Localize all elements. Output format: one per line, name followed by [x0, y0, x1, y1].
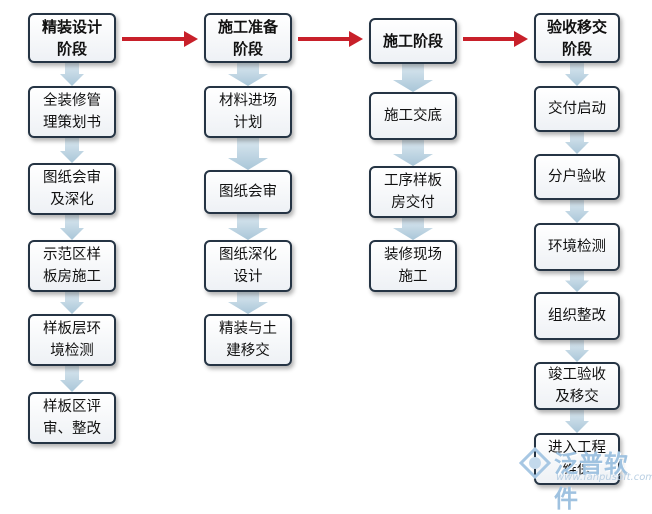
phase-title-4: 验收移交 阶段: [534, 13, 620, 63]
flow-diagram: [60, 31, 589, 433]
step-box-4-4: 组织整改: [534, 292, 620, 340]
phase-arrow-shaft: [463, 37, 516, 41]
step-box-4-5: 竣工验收 及移交: [534, 362, 620, 410]
down-arrow: [60, 138, 84, 163]
step-box-4-1: 交付启动: [534, 86, 620, 132]
down-arrow: [393, 140, 433, 166]
step-box-2-3: 图纸深化 设计: [204, 240, 292, 292]
down-arrow: [393, 218, 433, 240]
watermark-url: www.fanpusoft.com: [556, 472, 652, 483]
step-box-3-2: 工序样板 房交付: [369, 166, 457, 218]
phase-arrow-head: [184, 31, 198, 47]
phase-arrows: [122, 31, 528, 47]
down-arrow: [60, 63, 84, 86]
step-box-4-2: 分户验收: [534, 154, 620, 200]
down-arrow: [565, 410, 589, 433]
step-box-4-3: 环境检测: [534, 223, 620, 271]
down-arrow: [60, 215, 84, 240]
down-arrow: [565, 63, 589, 86]
step-box-3-1: 施工交底: [369, 92, 457, 140]
down-arrow: [393, 64, 433, 92]
phase-arrow-head: [349, 31, 363, 47]
down-arrow: [228, 63, 268, 86]
step-box-2-2: 图纸会审: [204, 170, 292, 214]
step-box-1-1: 全装修管 理策划书: [28, 86, 116, 138]
down-arrow: [565, 340, 589, 362]
down-arrow: [228, 292, 268, 314]
down-arrow: [228, 214, 268, 240]
down-arrow: [565, 271, 589, 292]
step-box-1-5: 样板区评 审、整改: [28, 392, 116, 444]
down-arrow: [565, 132, 589, 154]
step-box-2-1: 材料进场 计划: [204, 86, 292, 138]
step-box-1-2: 图纸会审 及深化: [28, 163, 116, 215]
step-connectors: [60, 63, 589, 433]
watermark: 泛普软件 www.fanpusoft.com: [516, 442, 652, 513]
fanpu-logo-icon: [518, 446, 552, 480]
step-box-3-3: 装修现场 施工: [369, 240, 457, 292]
phase-title-1: 精装设计 阶段: [28, 13, 116, 63]
step-box-2-4: 精装与土 建移交: [204, 314, 292, 366]
phase-arrow-head: [514, 31, 528, 47]
down-arrow: [228, 138, 268, 170]
step-box-1-4: 样板层环 境检测: [28, 314, 116, 366]
phase-arrow-shaft: [122, 37, 186, 41]
phase-arrow-shaft: [298, 37, 351, 41]
down-arrow: [565, 200, 589, 223]
step-box-1-3: 示范区样 板房施工: [28, 240, 116, 292]
phase-title-2: 施工准备 阶段: [204, 13, 292, 63]
phase-title-3: 施工阶段: [369, 18, 457, 64]
down-arrow: [60, 366, 84, 392]
down-arrow: [60, 292, 84, 314]
